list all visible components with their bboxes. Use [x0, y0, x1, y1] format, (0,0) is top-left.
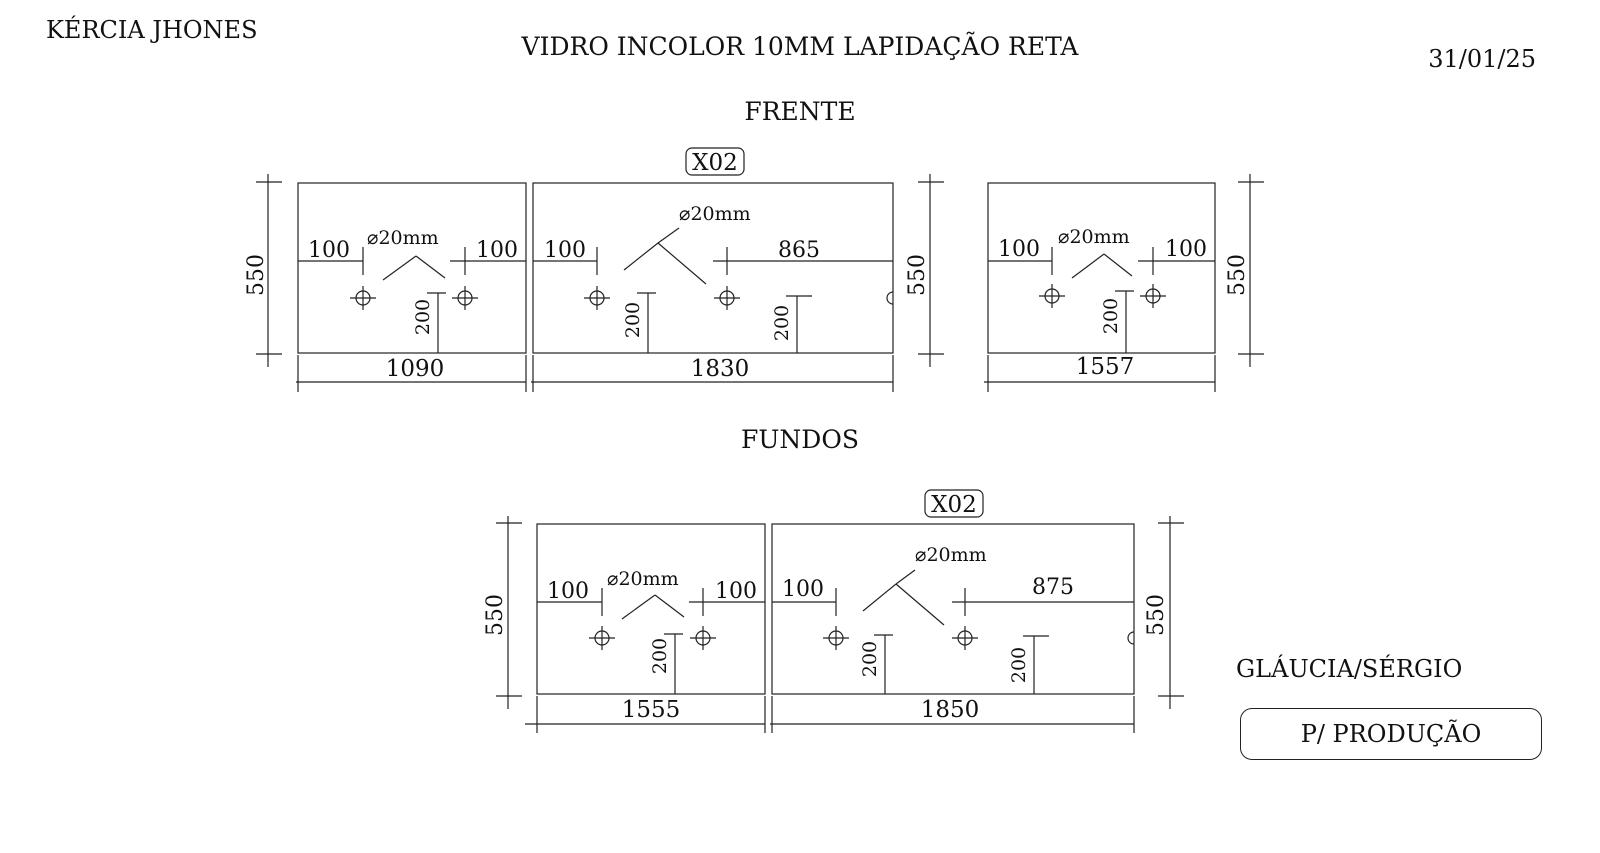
front-p3-hole: ⌀20mm [1058, 226, 1130, 248]
front-panel-3: 100 100 ⌀20mm 200 1557 [984, 182, 1216, 392]
front-group: X02 550 100 100 ⌀20mm 200 [244, 147, 1264, 392]
front-p3-width: 1557 [1076, 354, 1135, 380]
back-left-height-dim: 550 [483, 516, 522, 709]
front-panel-2: 100 865 ⌀20mm 200 200 1830 [531, 182, 894, 392]
front-p3-edge-left: 100 [998, 237, 1040, 262]
back-panel-1-outline [536, 523, 766, 695]
front-p1-edge-right: 100 [476, 238, 518, 263]
back-group: X02 550 100 100 ⌀20mm 200 [483, 489, 1184, 733]
front-right-height-dim: 550 [1225, 174, 1264, 367]
section-label-back: FUNDOS [741, 425, 859, 454]
back-p2-edge-left: 100 [782, 577, 824, 602]
front-p3-edge-right: 100 [1165, 237, 1207, 262]
back-p1-edge-left: 100 [547, 579, 589, 604]
front-panel-1: 100 100 ⌀20mm 200 1090 [296, 182, 527, 392]
client-name: KÉRCIA JHONES [46, 16, 258, 44]
back-height-left: 550 [483, 594, 508, 636]
back-height-right: 550 [1144, 594, 1169, 636]
back-p1-drop: 200 [649, 638, 671, 674]
front-p3-drop: 200 [1100, 298, 1122, 334]
front-qty-tag: X02 [692, 150, 738, 176]
back-p2-edge-right: 875 [1032, 575, 1074, 600]
front-p2-drop-1: 200 [622, 302, 644, 338]
front-height-mid: 550 [905, 254, 930, 296]
back-panel-2-outline [771, 523, 1135, 695]
drawing-title: VIDRO INCOLOR 10MM LAPIDAÇÃO RETA [521, 32, 1079, 61]
front-panel-1-outline [297, 182, 527, 354]
front-height-left: 550 [244, 254, 269, 296]
back-p1-width: 1555 [622, 697, 681, 723]
status-badge: P/ PRODUÇÃO [1240, 708, 1542, 760]
front-p1-hole: ⌀20mm [367, 227, 439, 249]
front-left-height-dim: 550 [244, 174, 282, 367]
front-panel-2-outline [532, 182, 894, 354]
front-p1-width: 1090 [386, 356, 445, 382]
back-panel-2: 100 875 ⌀20mm 200 200 1850 [770, 523, 1135, 733]
back-right-height-dim: 550 [1144, 516, 1184, 709]
front-mid-height-dim: 550 [905, 174, 944, 367]
back-p1-edge-right: 100 [715, 579, 757, 604]
section-label-front: FRENTE [744, 97, 856, 126]
back-p2-drop-2: 200 [1008, 647, 1030, 683]
front-p2-drop-2: 200 [771, 305, 793, 341]
front-p1-edge-left: 100 [308, 238, 350, 263]
front-height-right: 550 [1225, 254, 1250, 296]
back-qty-tag: X02 [931, 492, 977, 518]
front-p1-drop: 200 [412, 299, 434, 335]
back-qty-tag-box [924, 489, 984, 518]
approver-names: GLÁUCIA/SÉRGIO [1236, 655, 1463, 683]
front-p2-width: 1830 [691, 356, 750, 382]
drawing-date: 31/01/25 [1428, 45, 1536, 73]
front-p2-hole: ⌀20mm [679, 203, 751, 225]
front-p2-edge-right: 865 [778, 238, 820, 263]
front-p2-edge-left: 100 [544, 238, 586, 263]
back-panel-1: 100 100 ⌀20mm 200 1555 [525, 523, 766, 733]
back-p2-drop-1: 200 [859, 641, 881, 677]
front-qty-tag-box [685, 147, 745, 176]
back-p2-hole: ⌀20mm [915, 544, 987, 566]
back-p1-hole: ⌀20mm [607, 568, 679, 590]
back-p2-width: 1850 [921, 697, 980, 723]
front-panel-3-outline [987, 182, 1216, 354]
